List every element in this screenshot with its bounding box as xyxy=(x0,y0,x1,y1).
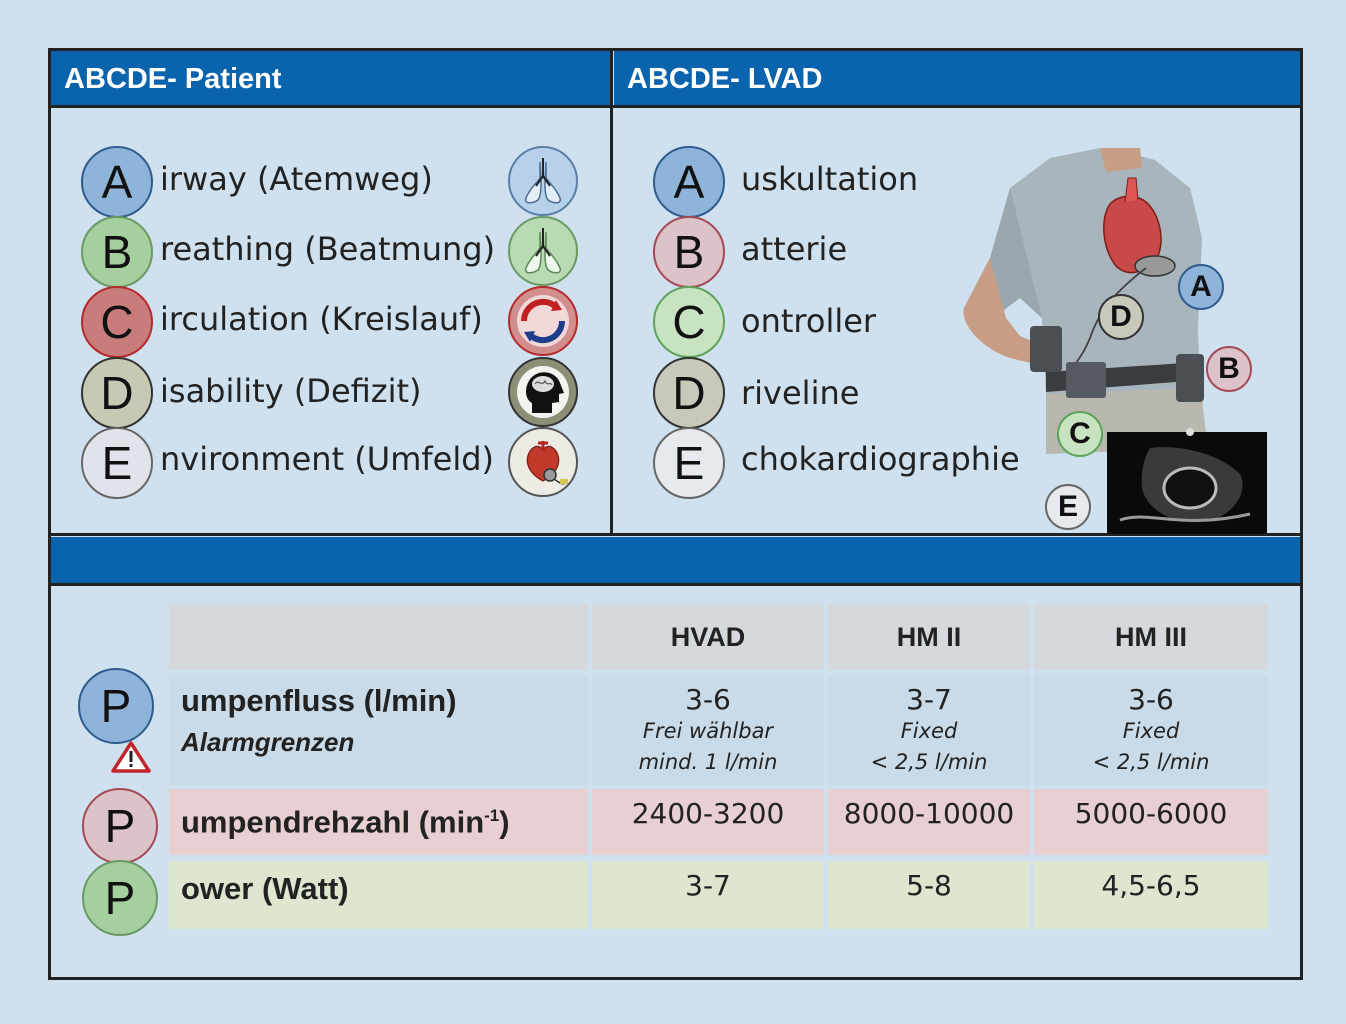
controller-label: ontroller xyxy=(741,302,877,340)
hm2-rpm-value: 8000-10000 xyxy=(828,789,1030,855)
table-header-empty xyxy=(169,604,588,670)
figure-marker-b: B xyxy=(1206,346,1252,392)
pumpendrehzahl-label: umpendrehzahl (min xyxy=(181,804,485,840)
table-letter-power: P xyxy=(82,860,158,936)
hvad-flow-note2: mind. 1 l/min xyxy=(638,750,778,774)
table-header-bar xyxy=(51,537,1300,584)
cell-hm3-flow: 3-6 Fixed < 2,5 l/min xyxy=(1034,675,1268,785)
hm3-power-value: 4,5-6,5 xyxy=(1034,861,1268,929)
lvad-letter-d: D xyxy=(653,357,725,429)
table-header-hm2: HM II xyxy=(828,604,1030,670)
hm3-flow-note1: Fixed xyxy=(1122,719,1180,743)
row-pumpendrehzahl: umpendrehzahl (min-1) xyxy=(169,789,588,855)
environment-label: nvironment (Umfeld) xyxy=(160,440,494,478)
hm2-power-value: 5-8 xyxy=(828,861,1030,929)
hm2-flow-note1: Fixed xyxy=(900,719,958,743)
lvad-header: ABCDE- LVAD xyxy=(614,51,1300,107)
circulation-icon xyxy=(508,286,578,356)
pumpendrehzahl-label-end: ) xyxy=(499,804,510,840)
echokardiographie-label: chokardiographie xyxy=(741,440,1020,478)
cell-hvad-flow: 3-6 Frei wählbar mind. 1 l/min xyxy=(592,675,824,785)
alarmgrenzen-label: Alarmgrenzen xyxy=(181,727,355,757)
hvad-power-value: 3-7 xyxy=(592,861,824,929)
circulation-label: irculation (Kreislauf) xyxy=(160,300,483,338)
lvad-title: ABCDE- LVAD xyxy=(627,63,823,95)
lvad-letter-c: C xyxy=(653,286,725,358)
patient-header: ABCDE- Patient xyxy=(51,51,611,107)
brain-head-icon xyxy=(508,357,578,427)
panel-divider xyxy=(610,48,613,535)
disability-label: isability (Defizit) xyxy=(160,372,422,410)
auskultation-label: uskultation xyxy=(741,160,919,198)
header-underline xyxy=(48,105,1303,108)
warning-triangle-icon xyxy=(111,741,151,773)
letter-circle-e: E xyxy=(81,427,153,499)
figure-marker-e: E xyxy=(1045,484,1091,530)
hm2-flow-value: 3-7 xyxy=(906,683,952,716)
cell-hm2-flow: 3-7 Fixed < 2,5 l/min xyxy=(828,675,1030,785)
table-header-hm3: HM III xyxy=(1034,604,1268,670)
lvad-letter-a: A xyxy=(653,146,725,218)
lvad-letter-b: B xyxy=(653,216,725,288)
letter-circle-d: D xyxy=(81,357,153,429)
hvad-rpm-value: 2400-3200 xyxy=(592,789,824,855)
hm2-flow-note2: < 2,5 l/min xyxy=(870,750,988,774)
hm3-rpm-value: 5000-6000 xyxy=(1034,789,1268,855)
lvad-patient-figure xyxy=(963,148,1267,534)
figure-marker-d: D xyxy=(1098,294,1144,340)
pumpenfluss-label: umpenfluss (l/min) xyxy=(181,683,457,718)
hm3-flow-note2: < 2,5 l/min xyxy=(1092,750,1210,774)
hvad-flow-note1: Frei wählbar xyxy=(642,719,774,743)
table-letter-pumpenfluss: P xyxy=(78,668,154,744)
airway-label: irway (Atemweg) xyxy=(160,160,433,198)
table-header-hvad: HVAD xyxy=(592,604,824,670)
row-pumpenfluss: umpenfluss (l/min) Alarmgrenzen xyxy=(169,675,588,785)
letter-circle-a: A xyxy=(81,146,153,218)
letter-circle-b: B xyxy=(81,216,153,288)
letter-circle-c: C xyxy=(81,286,153,358)
patient-title: ABCDE- Patient xyxy=(64,63,282,95)
lungs-icon xyxy=(508,216,578,286)
lvad-letter-e: E xyxy=(653,427,725,499)
heart-device-icon xyxy=(508,427,578,497)
driveline-label: riveline xyxy=(741,374,860,412)
power-label: ower (Watt) xyxy=(169,861,588,929)
section-divider-top xyxy=(48,533,1303,536)
batterie-label: atterie xyxy=(741,230,848,268)
figure-marker-a: A xyxy=(1178,264,1224,310)
table-letter-pumpendrehzahl: P xyxy=(82,788,158,864)
hvad-flow-value: 3-6 xyxy=(685,683,731,716)
figure-marker-c: C xyxy=(1057,411,1103,457)
lungs-icon xyxy=(508,146,578,216)
pumpendrehzahl-sup: -1 xyxy=(484,806,500,825)
hm3-flow-value: 3-6 xyxy=(1128,683,1174,716)
breathing-label: reathing (Beatmung) xyxy=(160,230,496,268)
section-divider-bottom xyxy=(48,583,1303,586)
